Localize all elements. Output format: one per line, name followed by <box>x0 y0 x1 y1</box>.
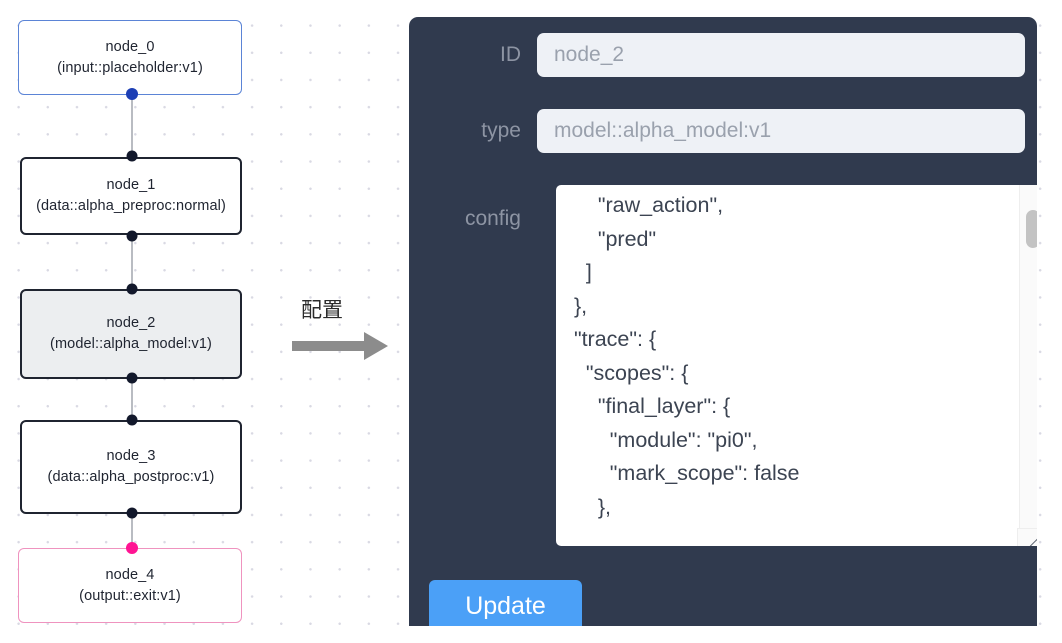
update-button[interactable]: Update <box>429 580 582 626</box>
type-input[interactable]: model::alpha_model:v1 <box>537 109 1025 153</box>
graph-node-node_4[interactable]: node_4 (output::exit:v1) <box>18 548 242 623</box>
node-port[interactable] <box>126 150 138 162</box>
node-port[interactable] <box>126 88 138 100</box>
edge <box>131 94 134 156</box>
node-port[interactable] <box>126 230 138 242</box>
config-textarea[interactable]: "raw_action", "pred" ] }, "trace": { "sc… <box>556 185 1037 546</box>
config-scrollbar-track[interactable] <box>1019 185 1037 530</box>
edge <box>131 378 134 421</box>
field-row-id: ID node_2 <box>427 33 1025 77</box>
node-config-panel: ID node_2 type model::alpha_model:v1 con… <box>409 17 1037 626</box>
graph-node-node_0[interactable]: node_0 (input::placeholder:v1) <box>18 20 242 95</box>
node-port[interactable] <box>126 283 138 295</box>
field-row-type: type model::alpha_model:v1 <box>427 109 1025 153</box>
config-resize-handle[interactable] <box>1017 528 1037 546</box>
edge <box>131 513 134 549</box>
node-port[interactable] <box>126 414 138 426</box>
graph-node-label: node_1 (data::alpha_preproc:normal) <box>36 177 226 214</box>
graph-node-label: node_3 (data::alpha_postproc:v1) <box>47 448 215 485</box>
id-field-label: ID <box>500 43 521 66</box>
arrow-icon <box>292 332 388 360</box>
graph-node-node_1[interactable]: node_1 (data::alpha_preproc:normal) <box>20 157 242 235</box>
config-scrollbar-thumb[interactable] <box>1026 210 1037 248</box>
node-port[interactable] <box>126 372 138 384</box>
annotation-label: 配置 <box>301 298 343 322</box>
graph-node-node_2[interactable]: node_2 (model::alpha_model:v1) <box>20 289 242 379</box>
config-field-label: config <box>464 207 521 230</box>
annotation-arrow-group: 配置 <box>292 294 392 364</box>
graph-node-label: node_0 (input::placeholder:v1) <box>57 38 203 76</box>
node-port[interactable] <box>126 542 138 554</box>
config-textarea-content[interactable]: "raw_action", "pred" ] }, "trace": { "sc… <box>573 193 800 530</box>
graph-node-node_3[interactable]: node_3 (data::alpha_postproc:v1) <box>20 420 242 514</box>
edge <box>131 236 134 290</box>
graph-node-label: node_4 (output::exit:v1) <box>79 566 181 604</box>
type-field-label: type <box>481 119 521 142</box>
id-input[interactable]: node_2 <box>537 33 1025 77</box>
graph-node-label: node_2 (model::alpha_model:v1) <box>50 315 212 352</box>
node-port[interactable] <box>126 507 138 519</box>
